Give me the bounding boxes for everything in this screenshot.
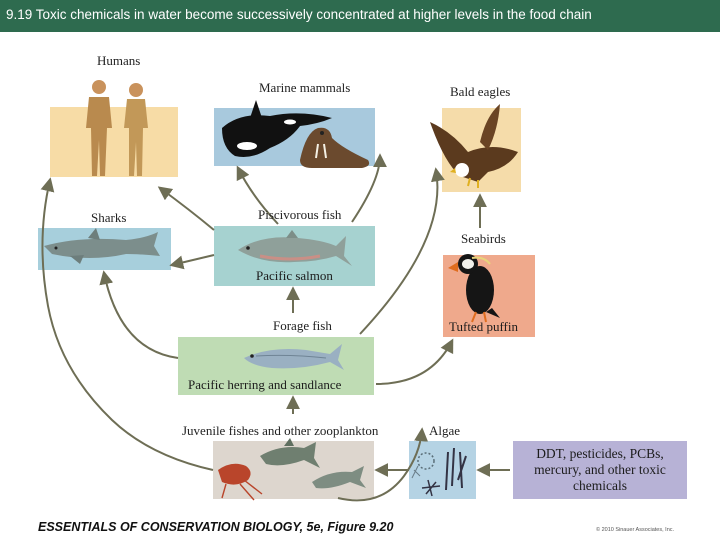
slide-title: 9.19 Toxic chemicals in water become suc… [6, 7, 592, 22]
humans-box [50, 107, 178, 177]
tufted-puffin-icon [448, 254, 500, 323]
title-bar: 9.19 Toxic chemicals in water become suc… [0, 0, 720, 32]
algae-icon [411, 447, 467, 497]
pacific-herring-icon [244, 344, 344, 370]
toxic-chemicals-label: DDT, pesticides, PCBs, mercury, and othe… [534, 446, 666, 493]
bald-eagles-label: Bald eagles [450, 84, 511, 99]
zooplankton-icon [218, 438, 366, 501]
sharks-label: Sharks [91, 210, 127, 225]
marine-mammals-icon [222, 100, 370, 168]
bald-eagle-icon [430, 104, 518, 188]
algae-label: Algae [429, 423, 461, 438]
flow-arrows [40, 153, 510, 502]
seabirds-label: Seabirds [461, 231, 506, 246]
copyright: © 2010 Sinauer Associates, Inc. [596, 527, 675, 533]
forage-fish-label: Forage fish [273, 318, 332, 333]
marine-mammals-label: Marine mammals [259, 80, 351, 95]
zooplankton-label: Juvenile fishes and other zooplankton [182, 423, 379, 438]
humans-icon [86, 80, 148, 176]
humans-label: Humans [97, 53, 141, 68]
tufted-puffin-label: Tufted puffin [449, 319, 518, 334]
algae-box [409, 441, 476, 499]
figure-source: ESSENTIALS OF CONSERVATION BIOLOGY, 5e, … [38, 520, 394, 534]
toxic-chemicals-box [513, 441, 687, 499]
piscivorous-fish-label: Piscivorous fish [258, 207, 342, 222]
pacific-salmon-icon [238, 230, 352, 266]
pacific-salmon-label: Pacific salmon [256, 268, 333, 283]
herring-label: Pacific herring and sandlance [188, 377, 342, 392]
shark-icon [44, 228, 160, 264]
